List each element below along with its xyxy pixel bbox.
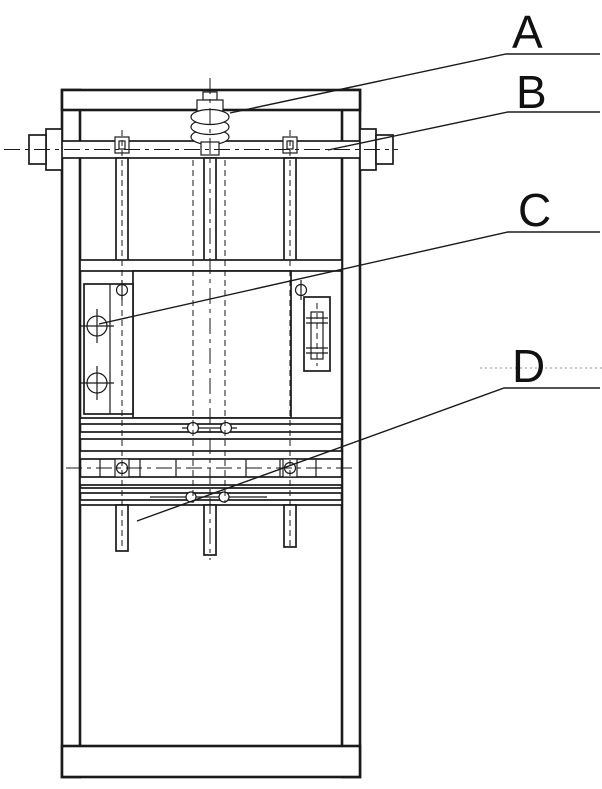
rail-band3-top xyxy=(79,487,343,494)
rail-band1-bottom xyxy=(79,431,343,440)
part-label-d: D xyxy=(512,340,545,392)
rail-band1-roller-right xyxy=(219,421,233,435)
leader-line-c xyxy=(98,231,600,325)
rail-band2-bottom xyxy=(79,476,343,486)
frame-left-column xyxy=(60,88,82,779)
part-label-a: A xyxy=(512,6,543,58)
rail-band3-roller-right xyxy=(218,491,230,503)
centerlines xyxy=(4,78,398,560)
hanging-legs xyxy=(115,504,297,556)
center-plate xyxy=(132,270,292,419)
part-label-c: C xyxy=(518,184,551,236)
left-plate xyxy=(83,283,134,415)
rail-band1-top xyxy=(79,417,343,425)
part-label-b: B xyxy=(516,66,547,118)
upper-cross-member xyxy=(79,259,343,272)
frame-bottom-beam xyxy=(60,744,362,779)
rail-band2-top xyxy=(79,450,343,460)
machine-frame xyxy=(60,88,362,779)
annotations: A B C D xyxy=(98,6,600,522)
frame-right-column xyxy=(340,88,362,779)
leader-line-a xyxy=(229,53,600,114)
upper-guide-bars xyxy=(79,157,343,272)
leader-line-b xyxy=(327,111,600,151)
leader-line-d xyxy=(136,387,600,522)
middle-carriage xyxy=(80,270,331,419)
